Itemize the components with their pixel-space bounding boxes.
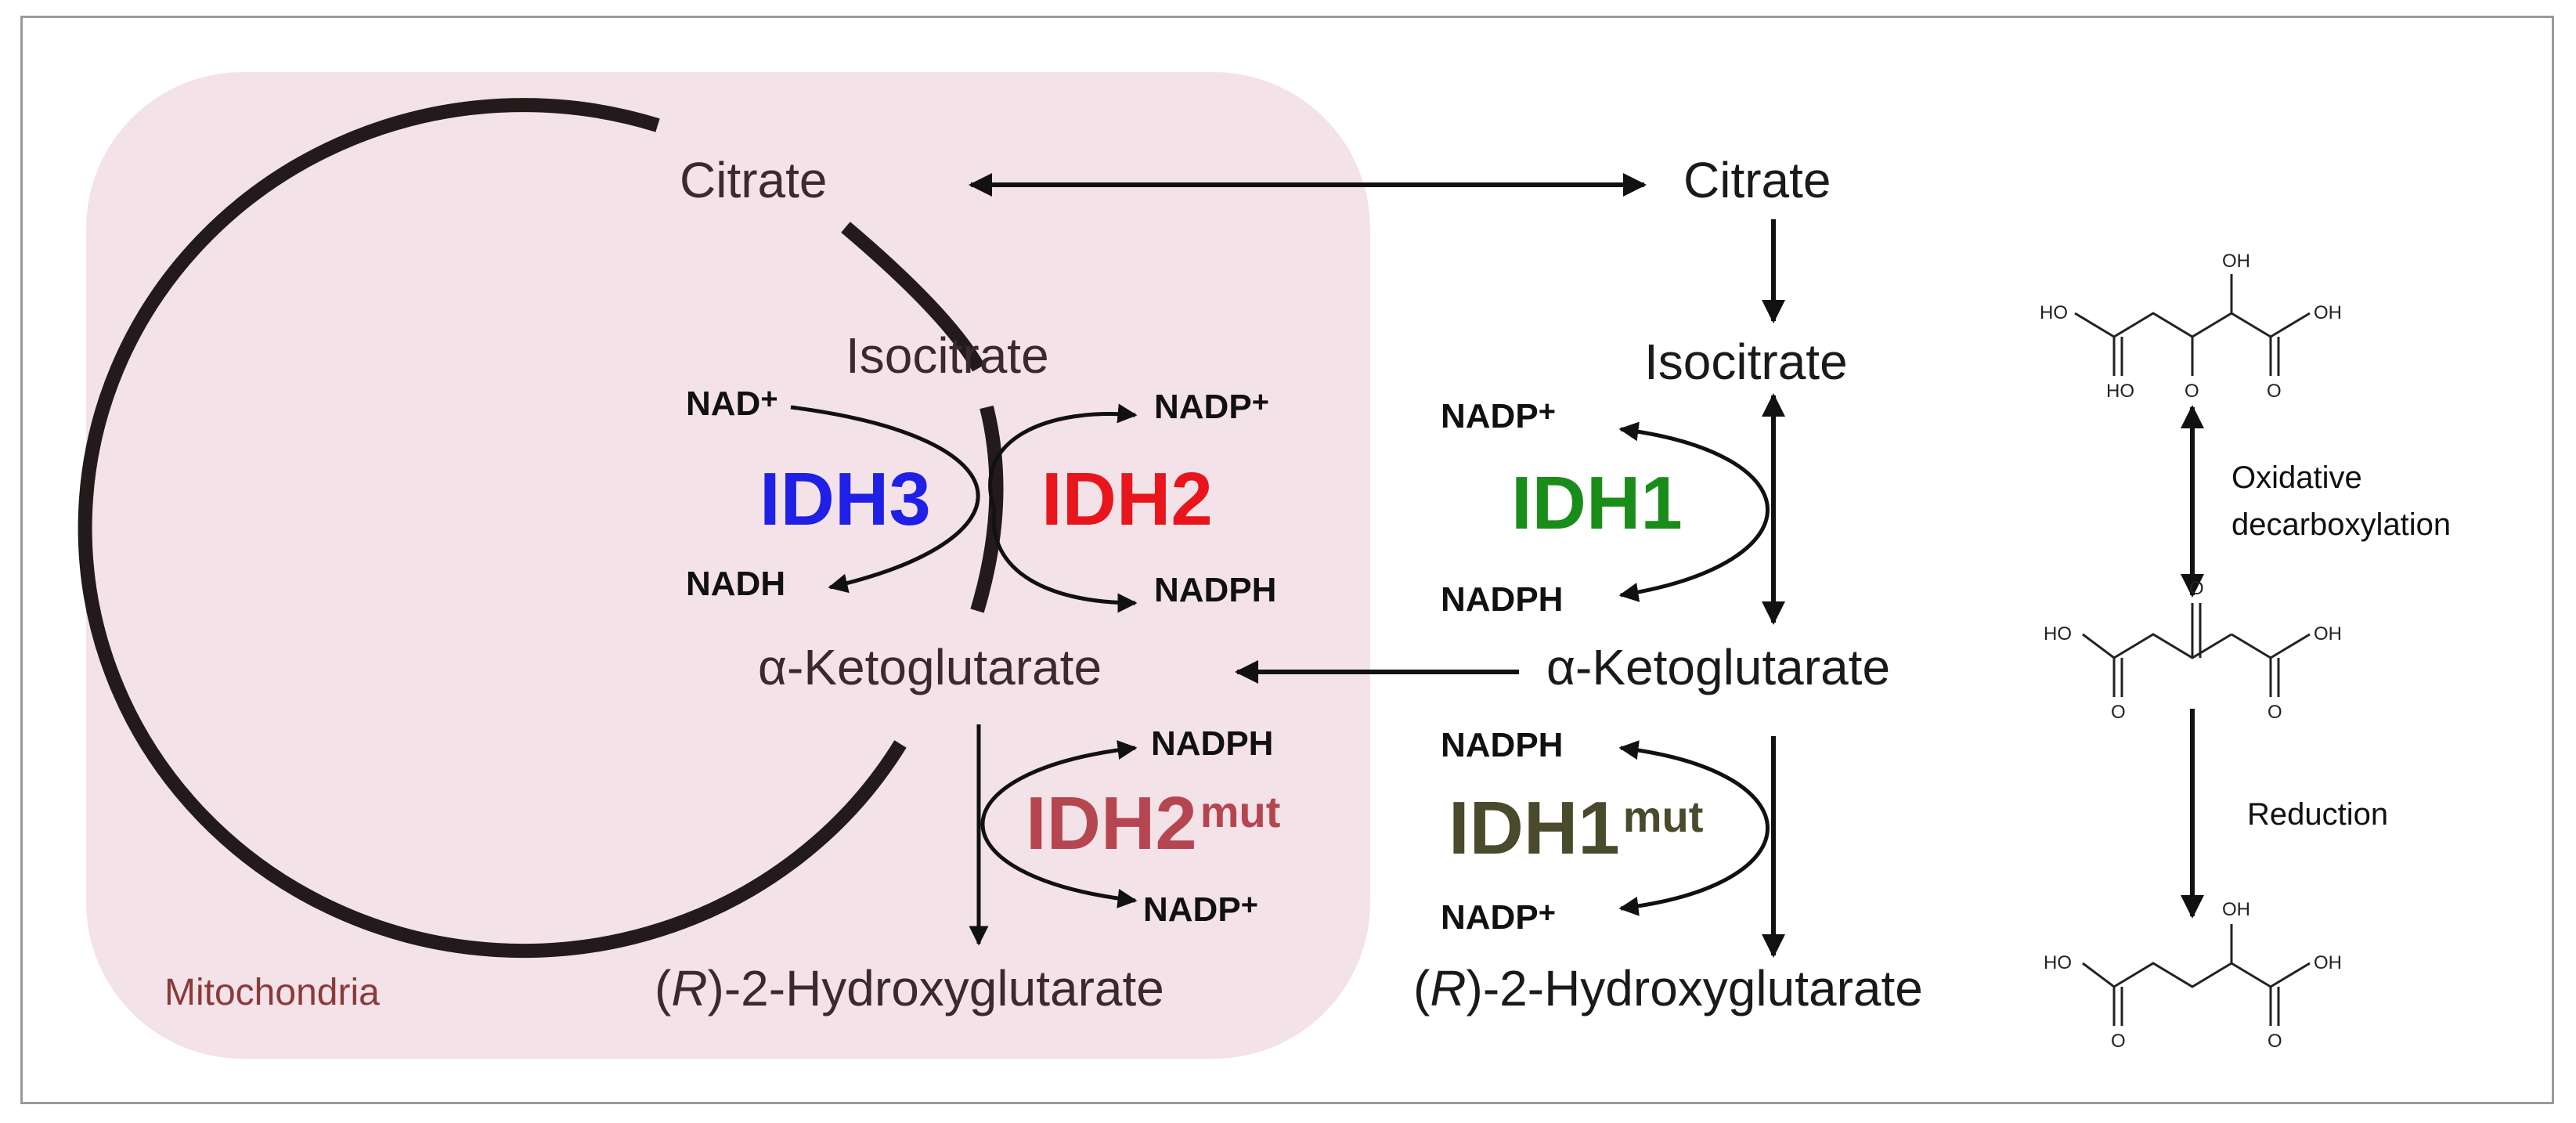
oxidative-label-line1: Oxidative xyxy=(2231,460,2362,495)
atom-label: HO xyxy=(2040,302,2068,323)
idh3-cofactor-arc xyxy=(790,405,980,594)
cyto-akg-label: α-Ketoglutarate xyxy=(1546,639,1891,695)
idh1-cofactor-in: NADP+ xyxy=(1441,395,1556,435)
akg-structure xyxy=(2082,603,2311,697)
atom-label: HO xyxy=(2044,623,2072,645)
atom-label: OH xyxy=(2222,251,2250,272)
reduction-label: Reduction xyxy=(2247,797,2389,832)
idh3-cofactor-in: NAD+ xyxy=(686,383,778,423)
idh2mut-cofactor-in: NADPH xyxy=(1151,724,1274,763)
atom-label: O xyxy=(2268,702,2282,723)
mitochondria-label: Mitochondria xyxy=(164,972,380,1013)
atom-label: OH xyxy=(2222,899,2250,920)
idh2-cofactor-out-arc xyxy=(991,508,1138,613)
tca-cycle-segment-upper xyxy=(841,222,985,372)
isocitrate-structure xyxy=(2074,274,2311,376)
tca-cycle-arc xyxy=(78,98,907,959)
atom-label: HO xyxy=(2106,381,2134,402)
atom-label: O xyxy=(2268,1031,2282,1052)
atom-label: O xyxy=(2267,381,2282,402)
mito-r2hg-label: (R)-2-Hydroxyglutarate xyxy=(655,960,1164,1016)
atom-label: OH xyxy=(2314,623,2342,645)
atom-label: HO xyxy=(2044,952,2072,973)
idh2-cofactor-in: NADP+ xyxy=(1154,386,1269,426)
idh3-enzyme-label: IDH3 xyxy=(759,457,931,541)
idh1mut-cofactor-in: NADPH xyxy=(1441,726,1564,764)
atom-label: O xyxy=(2189,578,2204,599)
tca-cycle-segment-middle xyxy=(970,405,1004,613)
idh1mut-cofactor-out: NADP+ xyxy=(1441,897,1556,937)
idh1mut-cofactor-arc xyxy=(1618,740,1770,916)
idh1-enzyme-label: IDH1 xyxy=(1511,461,1683,545)
idh2-enzyme-label: IDH2 xyxy=(1041,457,1213,541)
atom-label: O xyxy=(2185,381,2199,402)
atom-label: O xyxy=(2111,1031,2126,1052)
atom-label: OH xyxy=(2314,952,2342,973)
idh2-cofactor-in-arc xyxy=(988,403,1138,510)
idh1mut-enzyme-label: IDH1mut xyxy=(1449,786,1704,870)
idh2mut-cofactor-arc xyxy=(980,740,1138,908)
idh2mut-enzyme-label: IDH2mut xyxy=(1026,782,1281,865)
idh1-cofactor-arc xyxy=(1618,421,1770,602)
idh2mut-cofactor-out: NADP+ xyxy=(1143,889,1258,929)
idh1-cofactor-out: NADPH xyxy=(1441,580,1564,619)
idh3-cofactor-out: NADH xyxy=(686,565,786,603)
atom-label: O xyxy=(2111,702,2126,723)
idh2-cofactor-out: NADPH xyxy=(1154,571,1277,609)
mito-akg-label: α-Ketoglutarate xyxy=(758,639,1102,695)
cyto-citrate-label: Citrate xyxy=(1683,152,1831,208)
mito-isocitrate-label: Isocitrate xyxy=(846,327,1049,384)
r2hg-structure xyxy=(2082,924,2311,1026)
atom-label: OH xyxy=(2314,302,2342,323)
oxidative-label-line2: decarboxylation xyxy=(2231,507,2452,542)
mito-citrate-label: Citrate xyxy=(680,152,828,208)
cyto-isocitrate-label: Isocitrate xyxy=(1644,334,1848,390)
cyto-r2hg-label: (R)-2-Hydroxyglutarate xyxy=(1413,960,1923,1016)
